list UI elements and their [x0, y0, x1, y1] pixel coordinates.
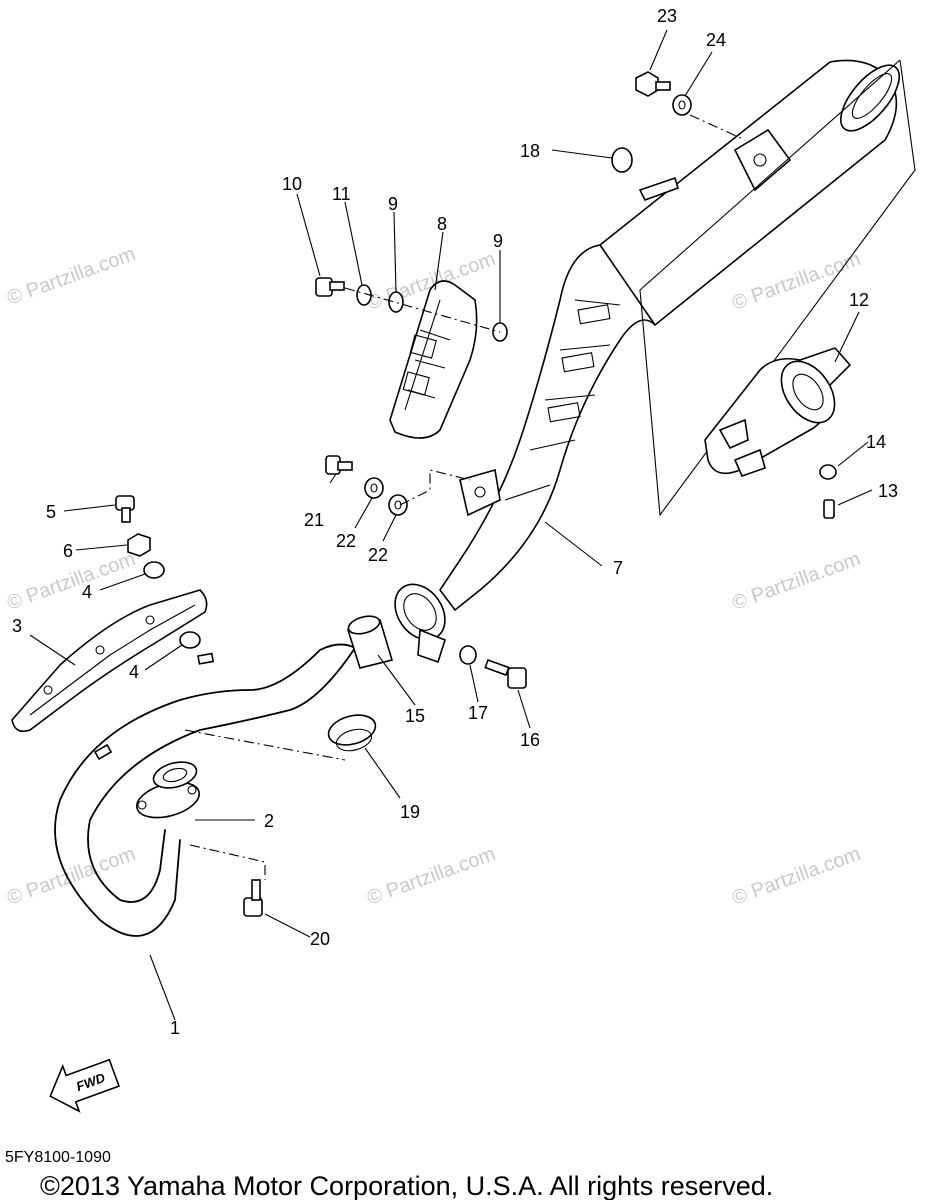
callout-12: 12	[849, 290, 869, 310]
watermark: © Partzilla.com	[729, 843, 863, 910]
washer-4	[179, 631, 201, 649]
nut-6	[127, 533, 151, 557]
callout-3: 3	[12, 616, 22, 636]
muffler-hanger	[638, 176, 679, 201]
diagram-code: 5FY8100-1090	[5, 1149, 111, 1166]
callouts: 23 24 18 10 11 9 8 9 12 14 13 5 21 22 6 …	[12, 6, 898, 1038]
callout-22: 22	[368, 545, 388, 565]
callout-13: 13	[878, 481, 898, 501]
heat-protector	[389, 280, 478, 439]
callout-9: 9	[388, 194, 398, 214]
callout-16: 16	[520, 730, 540, 750]
muffler-bracket	[733, 128, 792, 192]
exhaust-header-pipe	[54, 643, 356, 937]
callout-9: 9	[493, 231, 503, 251]
watermark: © Partzilla.com	[364, 843, 498, 910]
fasteners	[115, 71, 837, 917]
silencer-insert-group	[639, 59, 916, 517]
bolt-16	[507, 667, 527, 689]
grommet-18	[611, 147, 633, 173]
header-gasket	[327, 714, 377, 752]
callout-14: 14	[866, 432, 886, 452]
callout-2: 2	[264, 811, 274, 831]
inlet-bracket	[417, 628, 446, 664]
muffler-pipe	[439, 244, 656, 612]
callout-18: 18	[520, 141, 540, 161]
front-heat-shield	[11, 589, 208, 733]
copyright-notice: ©2013 Yamaha Motor Corporation, U.S.A. A…	[40, 1171, 773, 1200]
callout-4: 4	[129, 662, 139, 682]
washer-22	[364, 477, 384, 499]
watermark: © Partzilla.com	[729, 248, 863, 315]
muffler-assembly	[394, 59, 900, 664]
watermark: © Partzilla.com	[4, 243, 138, 310]
muffler-end-cap	[840, 64, 900, 132]
callout-24: 24	[706, 30, 726, 50]
callout-10: 10	[282, 174, 302, 194]
muffler-mount-tab	[459, 468, 501, 517]
assembly-lines	[184, 114, 746, 880]
callout-21: 21	[304, 510, 324, 530]
washer-14	[819, 464, 837, 480]
washer-22	[388, 494, 408, 516]
callout-23: 23	[657, 6, 677, 26]
callout-19: 19	[400, 802, 420, 822]
watermark: © Partzilla.com	[729, 548, 863, 615]
leader-lines	[29, 29, 873, 1021]
callout-11: 11	[332, 184, 351, 204]
washer-9	[388, 291, 404, 313]
joint-sleeve	[346, 615, 394, 669]
callout-20: 20	[310, 929, 330, 949]
callout-15: 15	[405, 706, 425, 726]
callout-22: 22	[336, 531, 356, 551]
screw-13	[823, 499, 835, 519]
washer-24	[672, 94, 692, 116]
callout-6: 6	[63, 541, 73, 561]
washer-17	[459, 645, 477, 665]
callout-1: 1	[170, 1018, 180, 1038]
callout-5: 5	[46, 502, 56, 522]
callout-17: 17	[468, 703, 488, 723]
washer-4	[143, 561, 165, 579]
fwd-arrow-icon: FWD	[49, 1058, 120, 1113]
callout-8: 8	[437, 214, 447, 234]
callout-7: 7	[613, 558, 623, 578]
bolt-23	[635, 71, 659, 97]
callout-4: 4	[82, 582, 92, 602]
